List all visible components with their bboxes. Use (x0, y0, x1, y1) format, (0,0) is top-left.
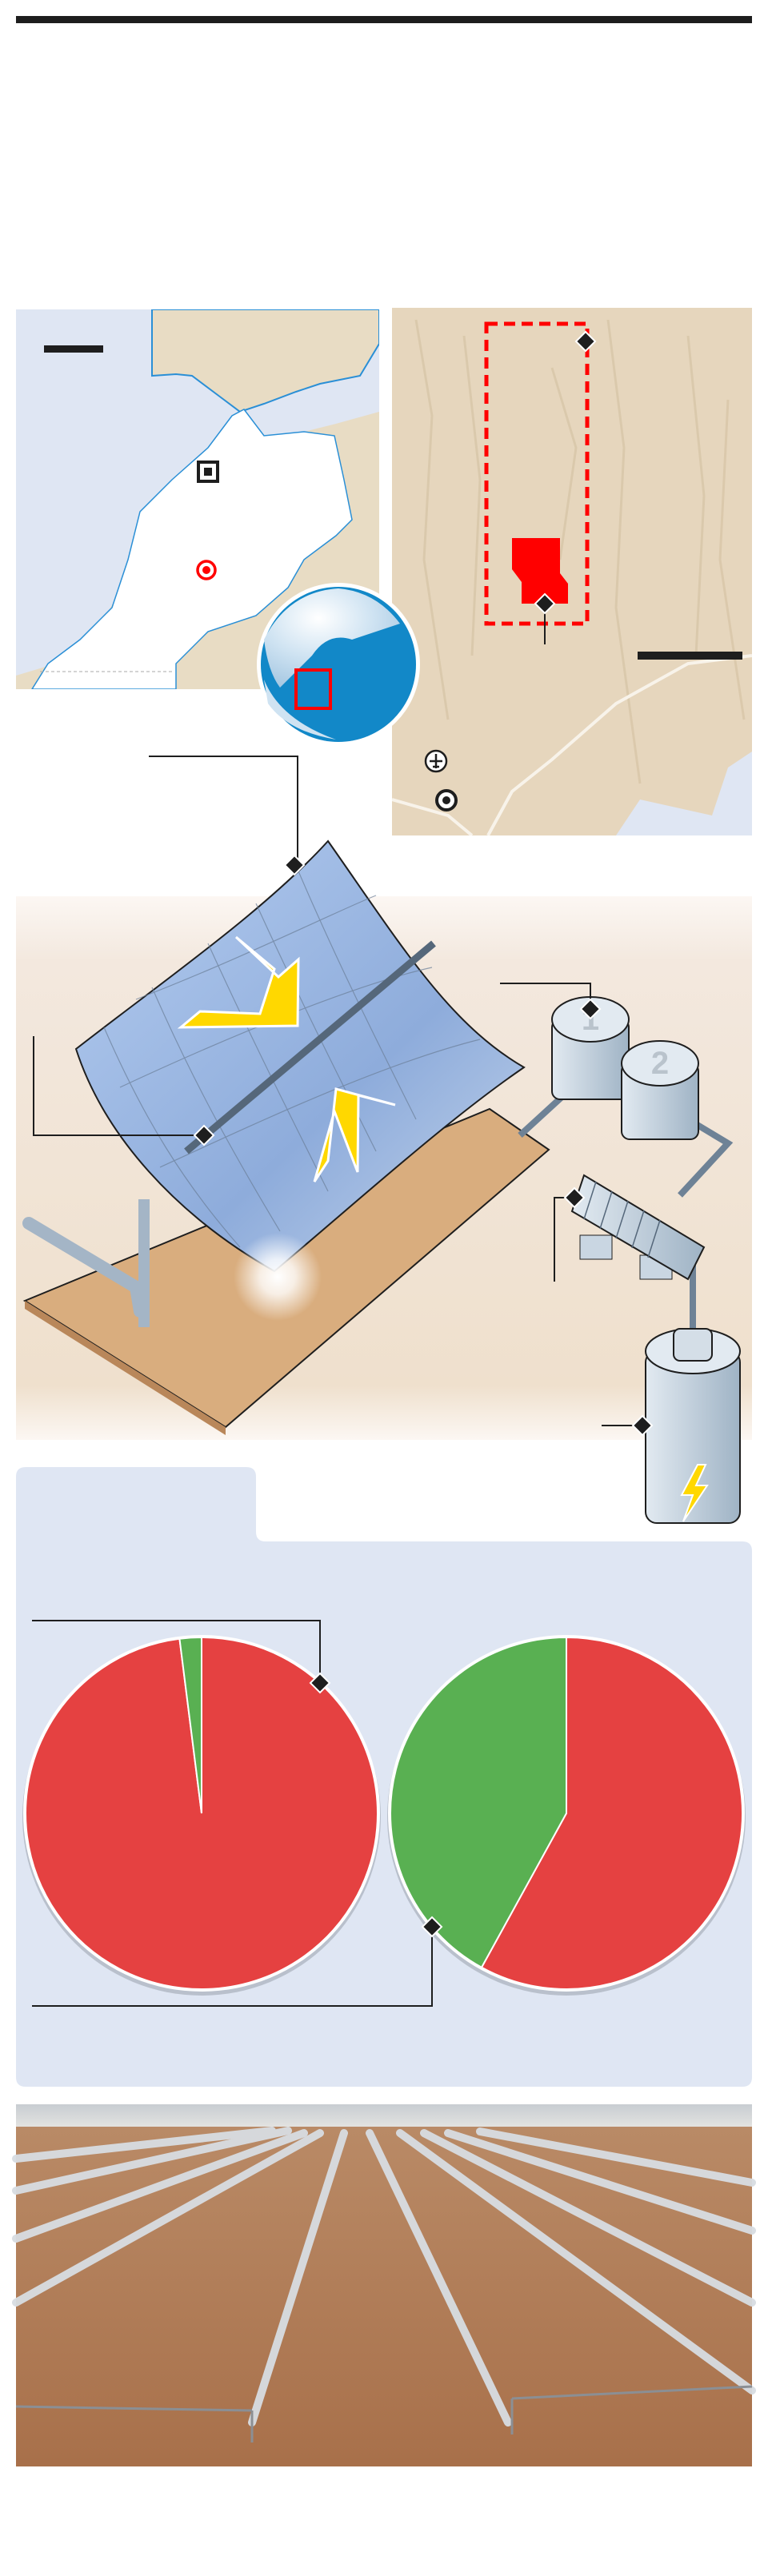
ground-slab (22, 1107, 550, 1429)
sunlight-arrow (177, 935, 300, 1029)
callout-diamonds (193, 854, 654, 1437)
callout-diamond (574, 330, 597, 353)
maps (16, 308, 752, 835)
locator-globe (257, 583, 420, 746)
capital-marker-icon (197, 461, 219, 483)
pie-slice-red (24, 1636, 378, 1990)
scale-bar (44, 345, 103, 353)
pie-shadow (22, 1637, 381, 1996)
pie-callout-diamonds (309, 1672, 443, 1938)
pipe (22, 1217, 146, 1318)
pie-slice-red (480, 1636, 743, 1990)
diagram-background (16, 896, 752, 1440)
pie-rim (388, 1635, 745, 1992)
pie-slice-green (178, 1636, 202, 1814)
lightning-icon (680, 1464, 709, 1522)
pie-rim (23, 1635, 380, 1992)
site-boundary (484, 321, 590, 626)
sun-glare (234, 1233, 322, 1321)
tank-label: 2 (651, 1046, 669, 1081)
tank-label: 1 (582, 1002, 599, 1037)
steam-turbine (570, 1174, 706, 1281)
detail-map (392, 308, 752, 835)
panel-background (16, 1467, 752, 2087)
reflected-arrow (313, 1087, 396, 1182)
callout-diamond (534, 592, 556, 615)
generator (645, 1328, 741, 1524)
top-rule (16, 16, 752, 23)
storage-tank-2: 2 (621, 1040, 699, 1140)
pie-shadow (387, 1637, 746, 1996)
airport-icon (424, 749, 448, 773)
receiver-tube (184, 940, 436, 1154)
pie-slice-green (389, 1636, 567, 1969)
city-marker-icon (435, 789, 458, 811)
pie-callout-lines (32, 1620, 433, 2007)
scale-bar (638, 652, 742, 660)
parabolic-mirror (74, 839, 526, 1273)
site-target-icon (196, 560, 217, 580)
plant-area (512, 538, 568, 604)
storage-tank-1: 1 (551, 996, 630, 1100)
